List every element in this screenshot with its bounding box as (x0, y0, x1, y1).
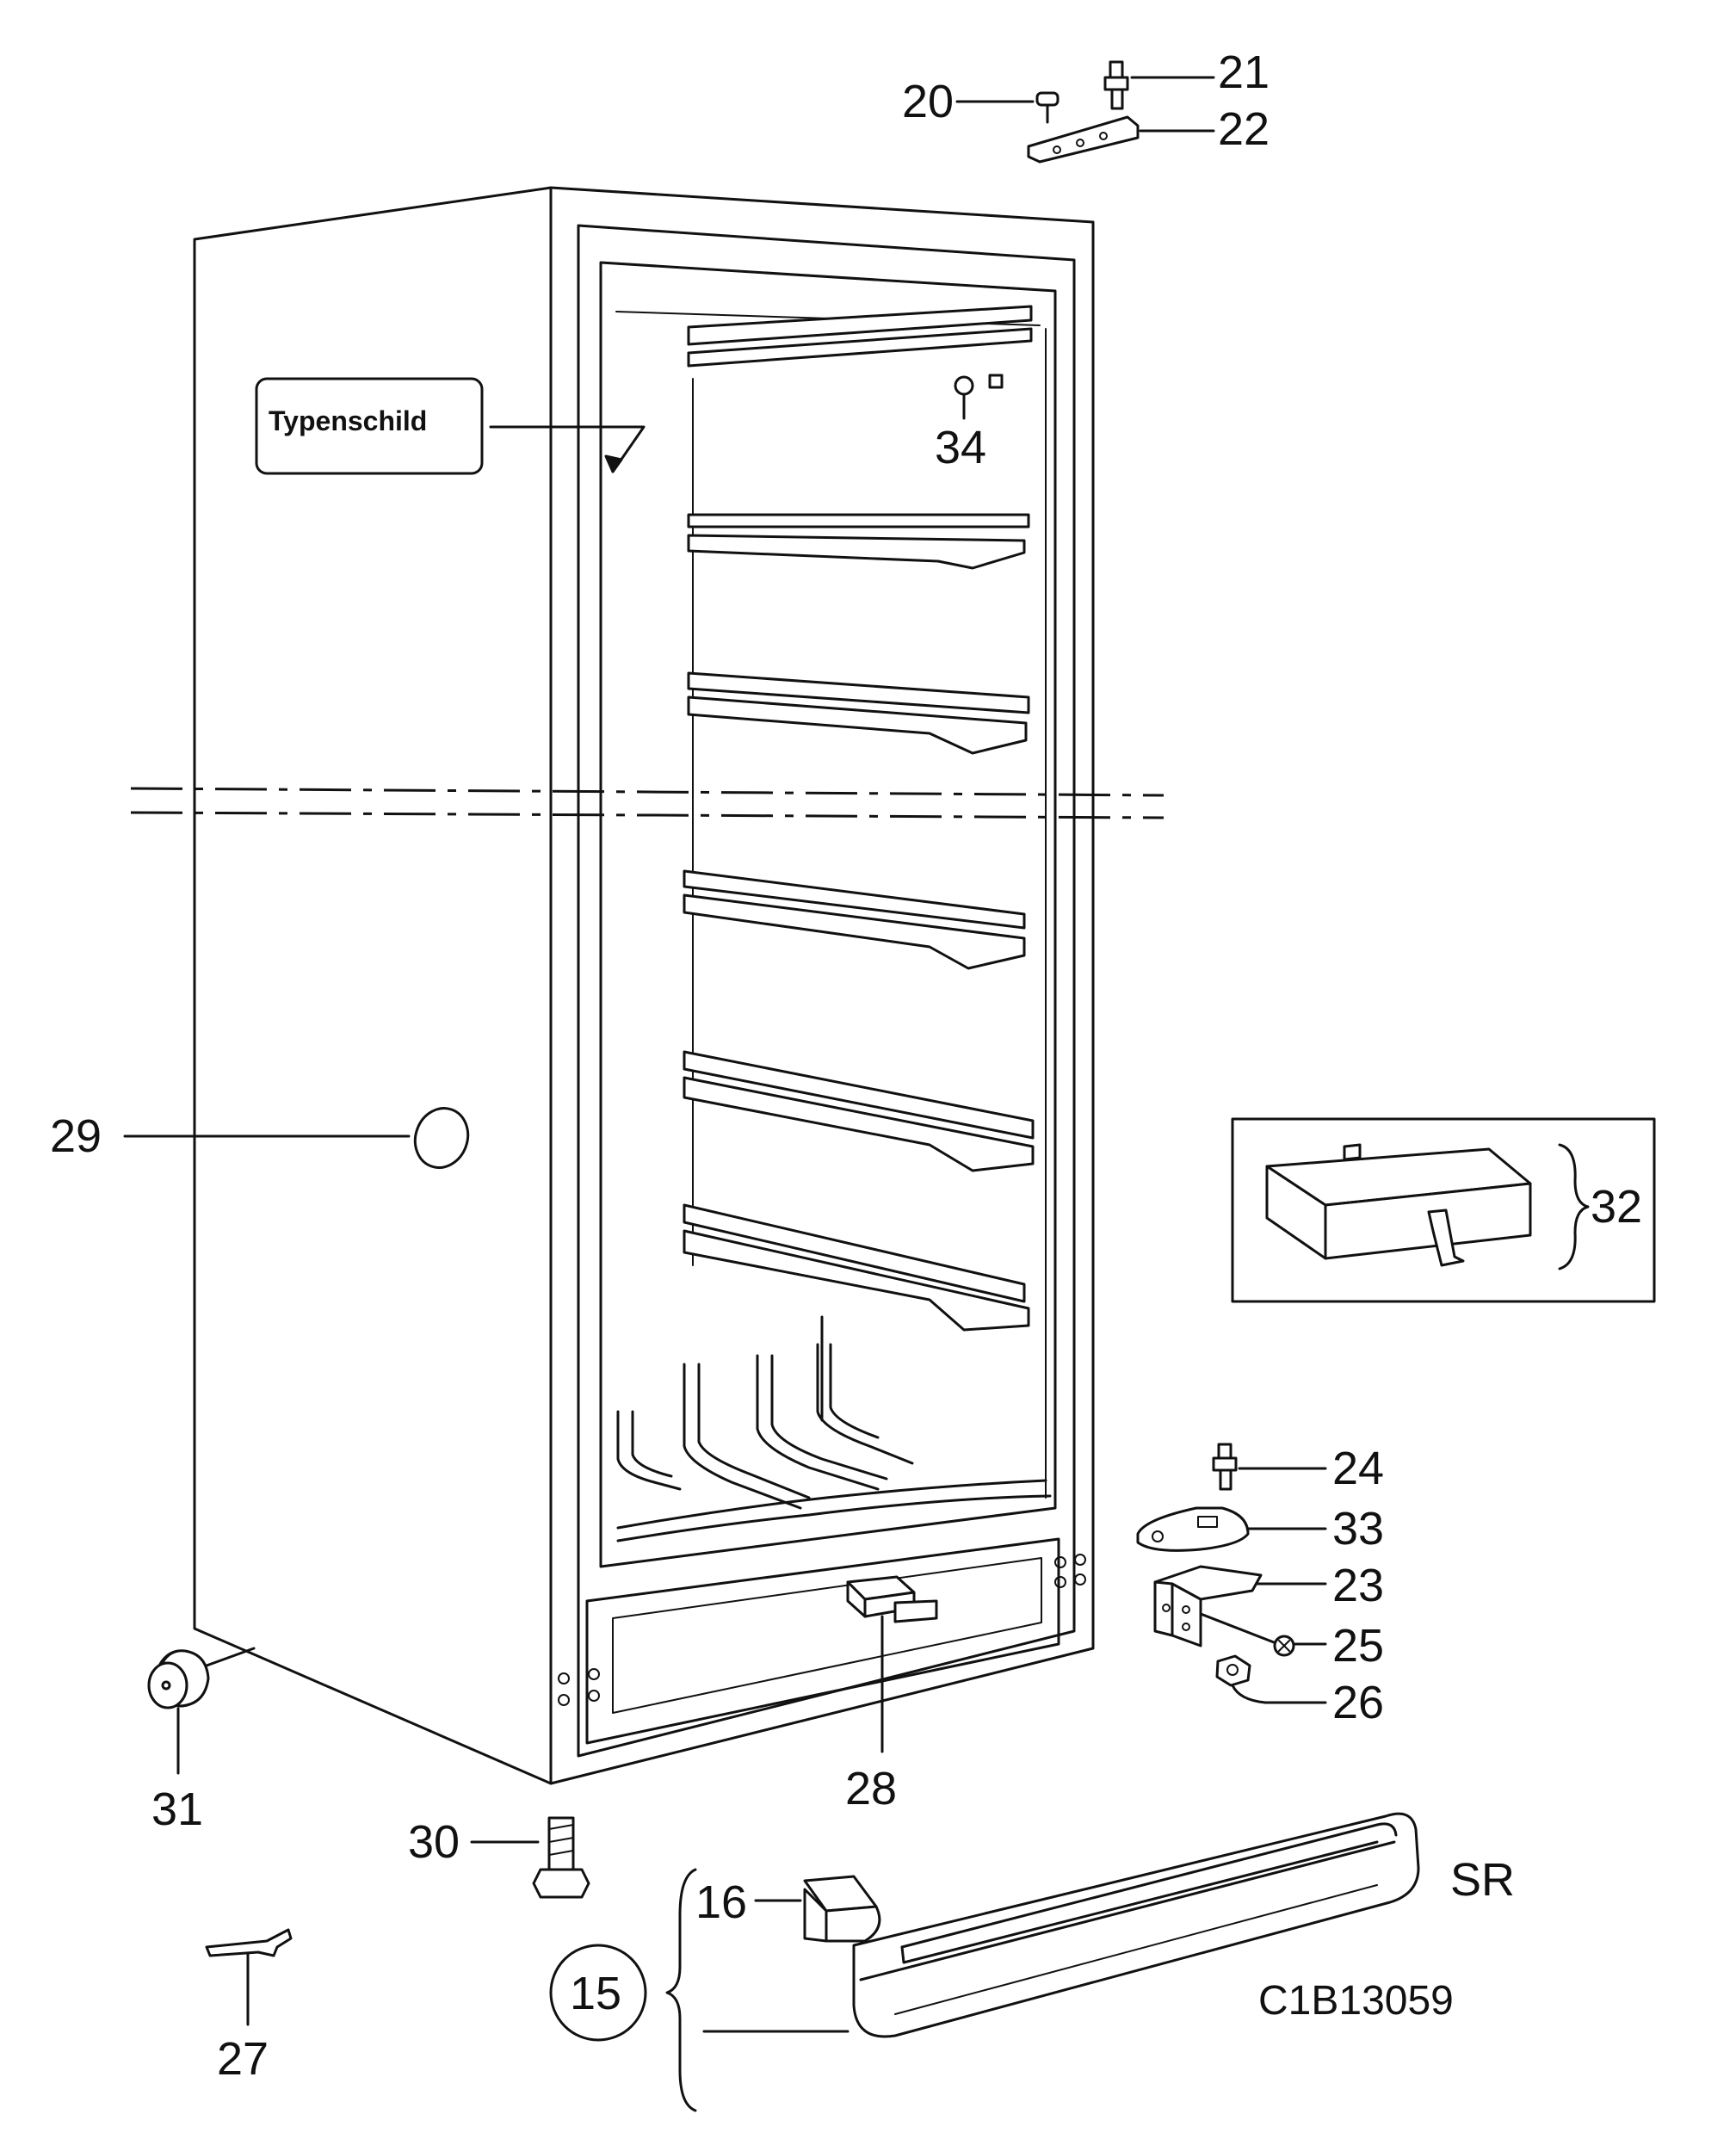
callout-20: 20 (902, 76, 954, 127)
shelf-rail-2 (687, 513, 1030, 570)
part-27-clip (205, 1928, 293, 2026)
part-29-plug (123, 1107, 470, 1169)
part-26-nut (1215, 1654, 1327, 1704)
callout-28: 28 (845, 1763, 897, 1814)
shelf-rail-6 (683, 1203, 1030, 1332)
part-16-end-cap (754, 1875, 881, 1943)
callout-33: 33 (1332, 1503, 1384, 1555)
shelf-rail-3 (687, 671, 1030, 755)
part-23-hinge (1153, 1565, 1327, 1647)
evaporator-coils (616, 1315, 1052, 1542)
type-plate: Typenschild (255, 377, 646, 475)
callout-30: 30 (408, 1816, 460, 1868)
type-plate-label: Typenschild (269, 405, 427, 436)
callout-labels: 20 21 22 34 29 32 24 33 23 25 26 31 28 3… (50, 46, 1642, 2085)
callout-15: 15 (570, 1968, 621, 2019)
callout-34: 34 (935, 422, 986, 473)
part-31-foot (147, 1647, 256, 1775)
callout-32: 32 (1591, 1181, 1642, 1233)
callout-23: 23 (1332, 1560, 1384, 1611)
callout-24: 24 (1332, 1443, 1384, 1494)
callout-21: 21 (1218, 46, 1270, 98)
variant-label: SR (1450, 1854, 1515, 1906)
callout-16: 16 (695, 1876, 747, 1928)
cabinet-body (193, 186, 1095, 1785)
part-21-pin (1103, 60, 1215, 110)
callout-29: 29 (50, 1110, 102, 1162)
part-15-handle (549, 1812, 1420, 2112)
part-22-hinge-plate (1027, 115, 1215, 164)
shelf-rails (683, 305, 1035, 1332)
part-33-hinge-bracket (1136, 1506, 1327, 1552)
callout-25: 25 (1332, 1620, 1384, 1672)
part-28-switch (846, 1575, 938, 1753)
part-32-box-kit (1231, 1117, 1656, 1303)
part-20-screw (955, 91, 1060, 124)
callout-27: 27 (217, 2033, 269, 2085)
drawing-code: C1B13059 (1258, 1978, 1454, 2024)
part-34-stud (954, 374, 1004, 420)
part-24-pin (1212, 1443, 1327, 1491)
shelf-rail-5 (683, 1050, 1035, 1172)
part-25-screw (1199, 1612, 1327, 1657)
callout-31: 31 (151, 1783, 203, 1835)
shelf-rail-1 (687, 305, 1033, 368)
part-30-bolt (470, 1816, 590, 1899)
break-lines (130, 787, 1165, 819)
callout-22: 22 (1218, 103, 1270, 155)
callout-26: 26 (1332, 1677, 1384, 1728)
shelf-rail-4 (683, 869, 1026, 970)
